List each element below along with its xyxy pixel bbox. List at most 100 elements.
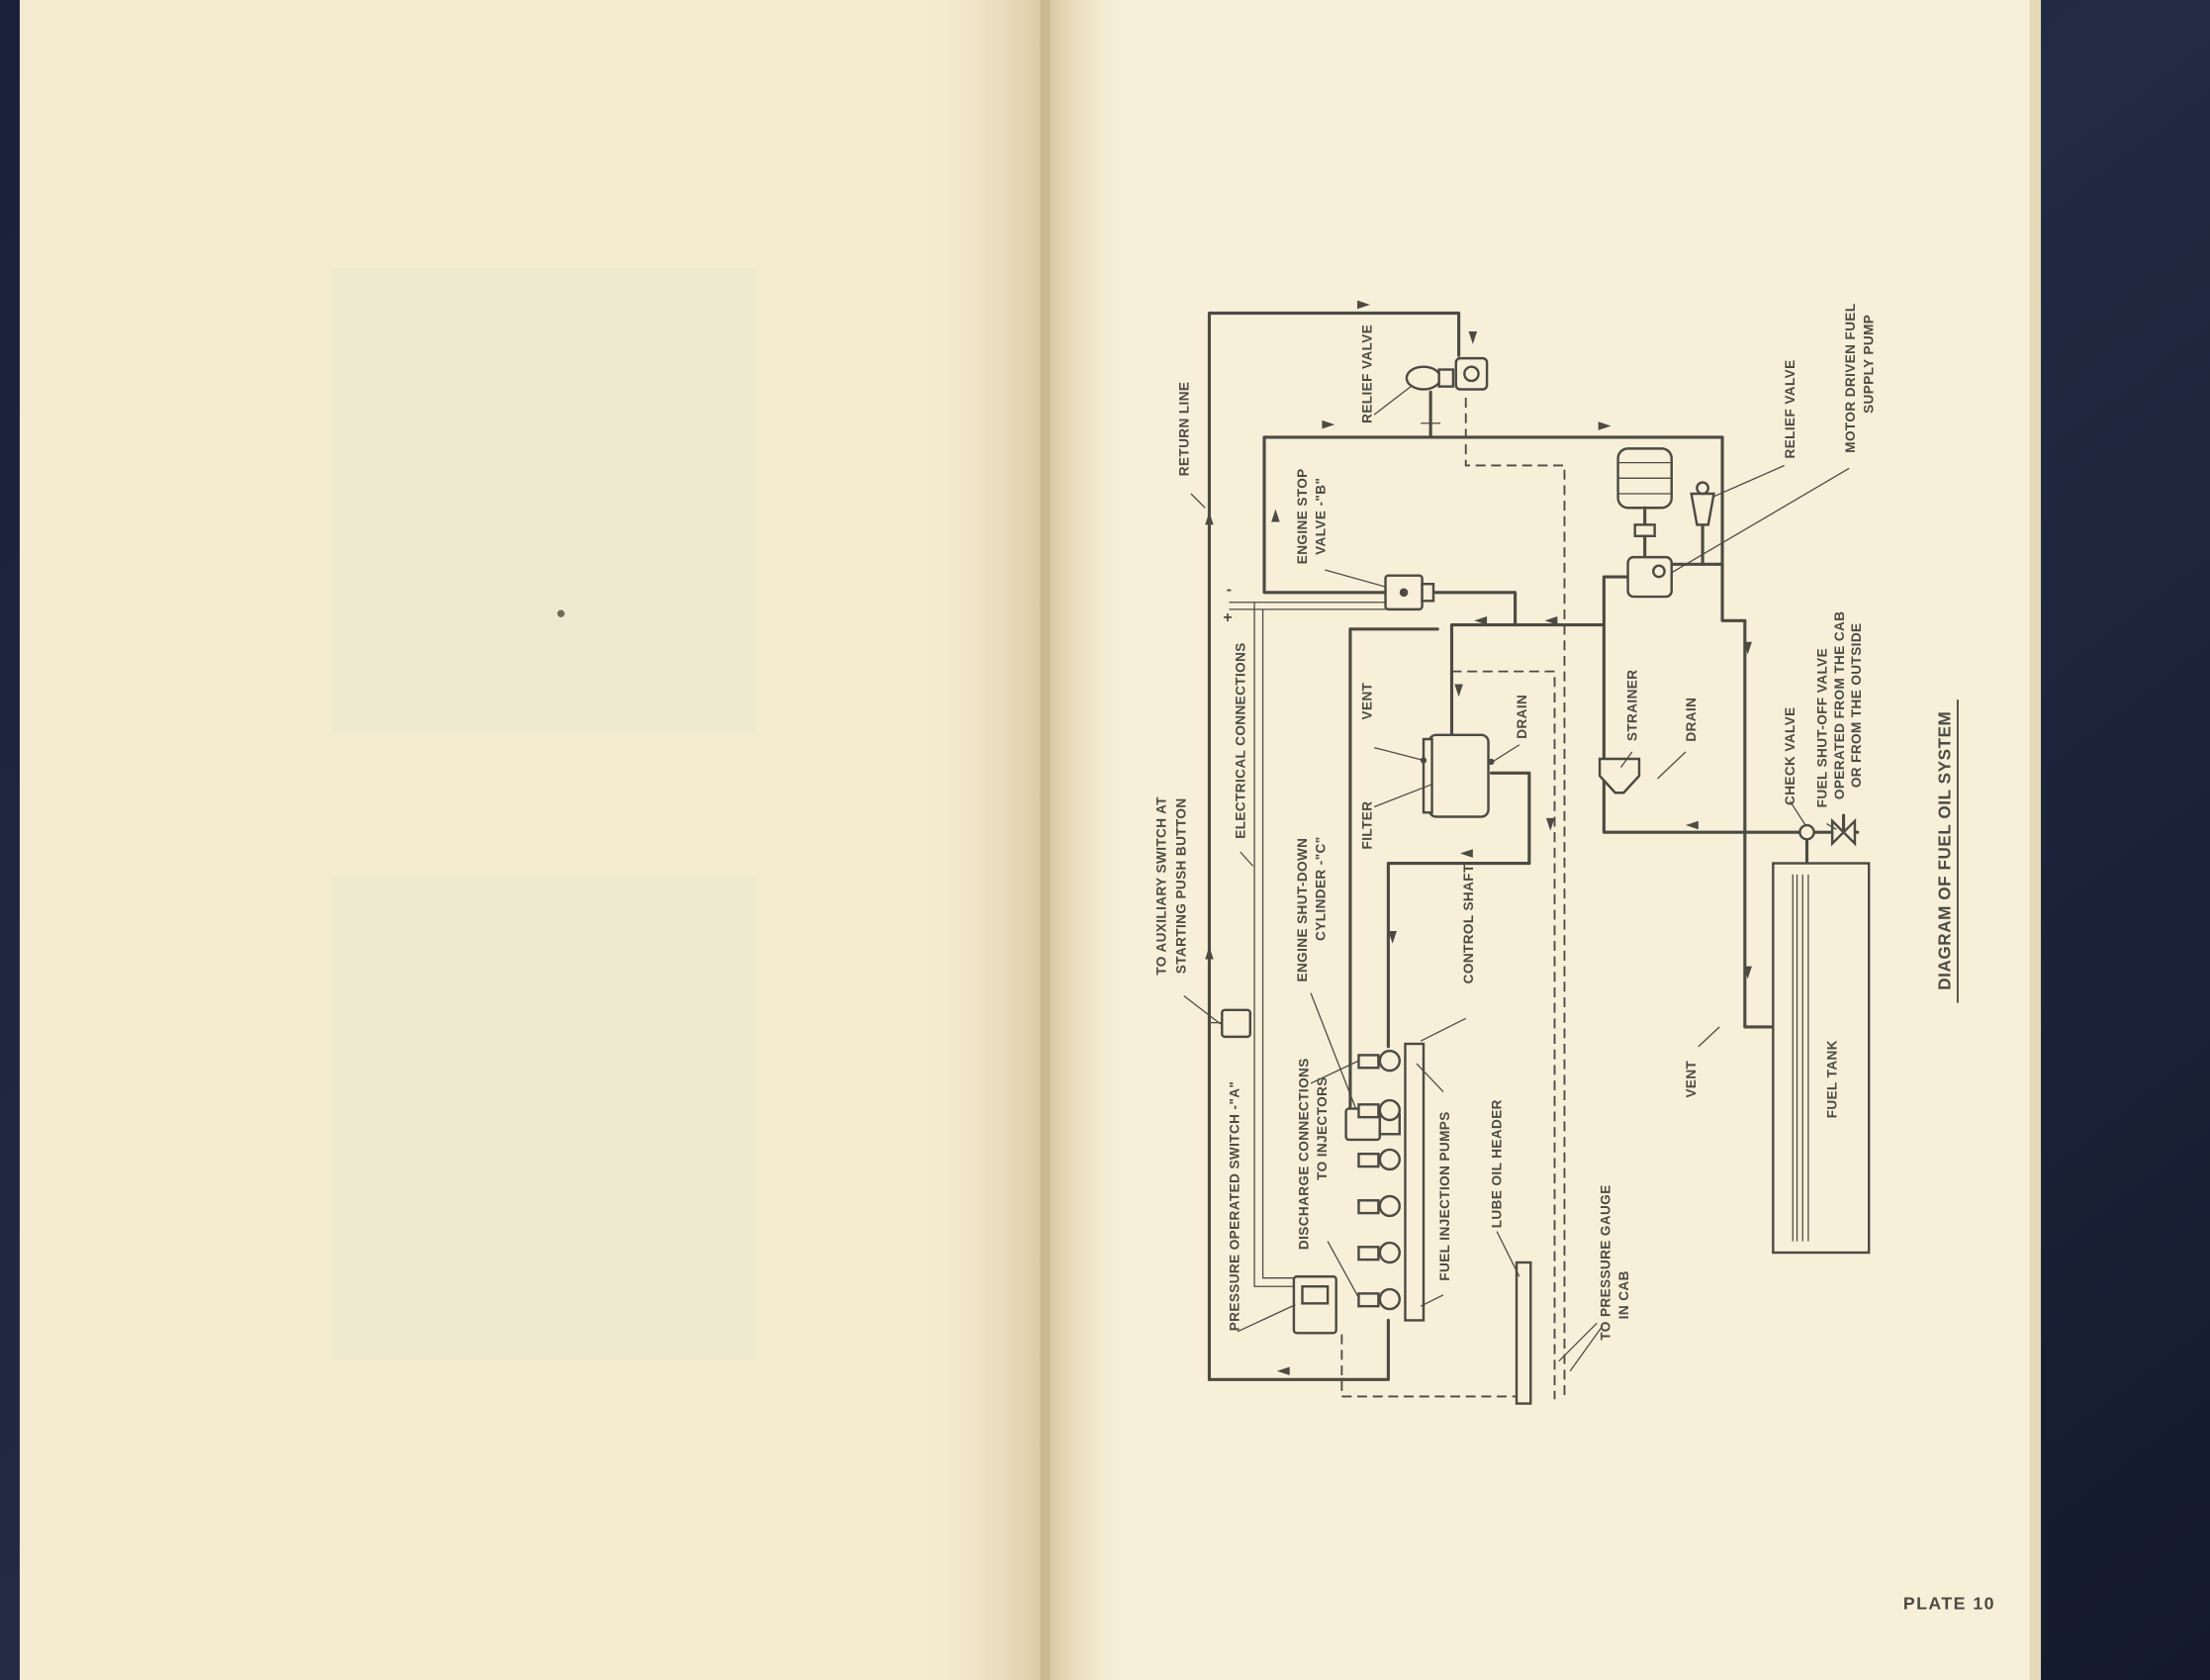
label-lube-oil-header: LUBE OIL HEADER — [1490, 1099, 1505, 1228]
discharge-connection — [1357, 1292, 1380, 1308]
label-discharge-connections-line1: DISCHARGE CONNECTIONS — [1296, 1058, 1311, 1250]
leader-discharge-2 — [1327, 1241, 1360, 1298]
flow-arrow-down — [1545, 817, 1555, 831]
label-relief-valve-pump: RELIEF VALVE — [1783, 359, 1797, 458]
label-check-valve: CHECK VALVE — [1783, 706, 1797, 805]
filter-inlet-pipe — [1449, 623, 1606, 737]
control-shaft-dashed — [1464, 398, 1566, 1400]
label-aux-switch-line1: TO AUXILIARY SWITCH AT — [1153, 796, 1168, 976]
label-pressure-gauge-line2: IN CAB — [1616, 1270, 1631, 1319]
flow-arrow-down — [1388, 930, 1397, 944]
injection-pump-5 — [1357, 1241, 1401, 1264]
paper-speck — [557, 609, 565, 617]
pump-return-pipe — [1207, 1318, 1390, 1381]
label-aux-switch-line2: STARTING PUSH BUTTON — [1173, 797, 1188, 974]
leader-filter — [1373, 784, 1432, 808]
injection-pump-2 — [1357, 1098, 1401, 1122]
left-gutter-shadow — [916, 0, 1044, 1680]
strainer-line-pipe — [1602, 575, 1800, 834]
label-shutdown-cylinder-line2: CYLINDER -"C" — [1313, 836, 1328, 941]
flow-arrow-left — [1474, 616, 1488, 625]
pump-element — [1378, 1098, 1401, 1122]
flow-arrow-down — [1743, 966, 1752, 980]
label-filter-vent: VENT — [1360, 682, 1375, 719]
pump-relief-valve-cap — [1696, 481, 1710, 496]
leader-lines — [1183, 386, 1850, 1372]
label-pressure-gauge-line1: TO PRESSURE GAUGE — [1598, 1184, 1612, 1340]
leader-filter-drain — [1492, 744, 1520, 763]
label-engine-stop-valve-line2: VALVE -"B" — [1313, 478, 1328, 555]
flow-arrow-left — [1276, 1366, 1290, 1376]
pressure-switch-body — [1292, 1275, 1337, 1335]
leader-injection-pumps-2 — [1420, 1294, 1444, 1307]
supply-line-pipe — [1262, 435, 1724, 595]
filter-body — [1427, 733, 1490, 818]
label-filter-drain: DRAIN — [1515, 695, 1529, 739]
leader-filter-vent — [1373, 746, 1425, 762]
right-page-edge — [2029, 0, 2042, 1680]
lube-oil-header-pipe — [1515, 1260, 1532, 1405]
leader-engine-stop-valve — [1325, 569, 1386, 588]
leader-strainer — [1619, 751, 1633, 768]
leader-pressure-switch — [1237, 1304, 1296, 1333]
gauge-line-dashed — [1340, 1334, 1519, 1398]
fuel-tank-level-lines — [1792, 874, 1809, 1242]
flow-arrow-down — [1468, 331, 1478, 344]
overflow-vent-pipe — [1720, 562, 1775, 1029]
label-shutoff-valve-line2: OPERATED FROM THE CAB — [1832, 611, 1847, 800]
label-filter: FILTER — [1360, 801, 1375, 850]
label-tank-vent: VENT — [1684, 1060, 1699, 1097]
plate-number: PLATE 10 — [1903, 1594, 1995, 1614]
label-strainer: STRAINER — [1624, 670, 1639, 742]
engine-stop-valve-core — [1399, 588, 1409, 598]
leader-control-shaft — [1420, 1017, 1467, 1042]
leader-tank-vent — [1698, 1026, 1720, 1048]
relief-valve-top-neck — [1437, 368, 1455, 388]
label-electrical-connections: ELECTRICAL CONNECTIONS — [1233, 642, 1247, 838]
injection-pump-6 — [1357, 1287, 1401, 1311]
discharge-connection — [1357, 1054, 1380, 1070]
left-page — [19, 0, 1044, 1680]
leader-shutoff-valve — [1826, 823, 1837, 830]
flow-arrow-right — [1322, 420, 1335, 429]
fuel-oil-diagram: RETURN LINE RELIEF VALVE ENGINE STOP VAL… — [1153, 300, 1959, 1405]
flow-arrow-right — [1598, 421, 1611, 430]
label-strainer-drain: DRAIN — [1684, 698, 1699, 742]
leader-relief-valve-top — [1373, 386, 1412, 416]
flow-arrow-left — [1460, 849, 1473, 858]
label-shutdown-cylinder-line1: ENGINE SHUT-DOWN — [1295, 838, 1310, 982]
spine-fold — [1040, 0, 1051, 1680]
label-discharge-connections-line2: TO INJECTORS — [1315, 1076, 1330, 1180]
label-supply-pump-line2: SUPPLY PUMP — [1862, 315, 1877, 414]
label-engine-stop-valve-line1: ENGINE STOP — [1295, 468, 1310, 564]
label-pressure-switch: PRESSURE OPERATED SWITCH -"A" — [1228, 1081, 1243, 1332]
supply-pump-port — [1652, 564, 1666, 579]
injection-pump-1 — [1357, 1049, 1401, 1073]
discharge-connection — [1357, 1153, 1380, 1168]
pump-coupling — [1633, 523, 1656, 537]
label-return-line: RETURN LINE — [1176, 382, 1191, 477]
leader-shutdown-cylinder — [1310, 992, 1357, 1109]
pump-element — [1378, 1241, 1401, 1264]
filter-drain-plug — [1488, 758, 1495, 766]
filter-vent-plug — [1420, 757, 1427, 764]
leader-pressure-gauge-2 — [1569, 1325, 1604, 1372]
leader-strainer-drain — [1657, 751, 1687, 780]
flow-arrow-down — [1743, 641, 1752, 655]
label-electrical-plus: + — [1223, 609, 1232, 626]
leader-injection-pumps-1 — [1416, 1063, 1444, 1092]
leader-electrical — [1240, 851, 1254, 867]
fuel-tank — [1772, 862, 1871, 1255]
show-through-upper — [332, 267, 756, 734]
injection-pump-3 — [1357, 1148, 1401, 1171]
label-relief-valve-top: RELIEF VALVE — [1360, 325, 1375, 423]
aux-switch-fitting — [1221, 1008, 1251, 1039]
flow-arrow-up — [1205, 512, 1214, 525]
pump-element — [1378, 1148, 1401, 1171]
stop-valve-outlet-pipe — [1431, 591, 1518, 627]
label-control-shaft: CONTROL SHAFT — [1461, 864, 1476, 983]
control-linkage-dashed — [1451, 670, 1556, 1400]
label-shutoff-valve-line3: OR FROM THE OUTSIDE — [1849, 623, 1864, 789]
right-page — [1049, 0, 2042, 1680]
